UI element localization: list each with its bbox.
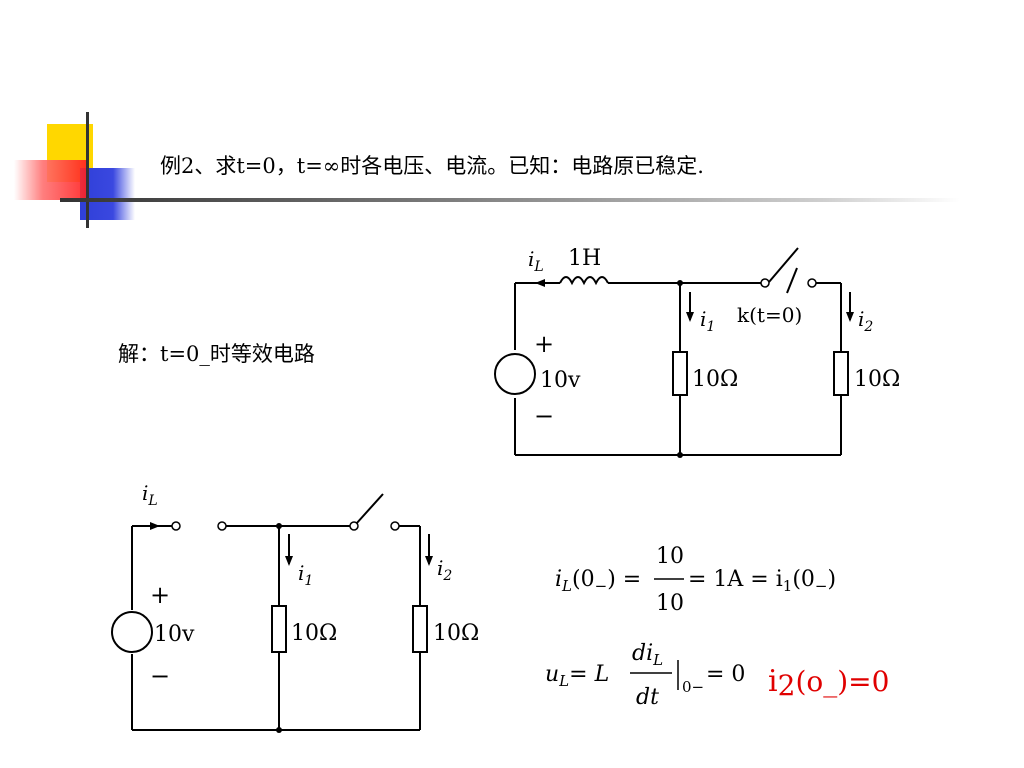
resistor-label: 10Ω: [291, 621, 337, 646]
switch-terminal: [390, 521, 400, 531]
equation-3: i2(o_)=0: [768, 664, 889, 702]
source-minus: −: [150, 662, 170, 690]
node-dot: [677, 452, 683, 458]
current-label-i2: i2: [858, 307, 873, 335]
switch-terminal: [760, 278, 770, 288]
current-arrowhead: [535, 279, 545, 287]
resistor-label: 10Ω: [692, 367, 738, 392]
switch-label: k(t=0): [737, 303, 802, 327]
svg-text:uL= L: uL= L: [545, 662, 609, 690]
source-label: 10v: [154, 622, 195, 647]
source-plus: +: [534, 330, 554, 358]
current-label-iL: iL: [528, 247, 544, 275]
current-arrowhead: [285, 556, 293, 566]
fraction-denominator: dt: [636, 685, 659, 710]
deco-blue-square: [80, 168, 135, 220]
node-dot: [677, 280, 683, 286]
equation-2: uL= L diL dt 0− = 0: [545, 641, 745, 710]
current-label-iL: iL: [142, 481, 158, 509]
page-title: 例2、求t=0，t=∞时各电压、电流。已知：电路原已稳定.: [160, 154, 704, 178]
fraction-denominator: 10: [656, 591, 684, 616]
current-arrowhead: [150, 522, 160, 530]
inductor-coil: [559, 276, 609, 286]
current-arrowhead: [846, 312, 854, 322]
voltage-source: [111, 611, 153, 653]
current-label-i2: i2: [437, 556, 452, 584]
source-label: 10v: [540, 368, 581, 393]
svg-text:diL: diL: [632, 641, 663, 669]
equation-2-rhs: = 0: [706, 662, 745, 687]
switch-terminal: [349, 521, 359, 531]
deco-vertical-line: [86, 112, 89, 228]
current-arrowhead: [425, 556, 433, 566]
switch-blade: [355, 493, 384, 525]
node-dot: [276, 727, 282, 733]
node-dot: [276, 523, 282, 529]
deco-horizontal-line: [60, 198, 960, 202]
deco-red-square: [14, 160, 86, 200]
resistor: [271, 605, 287, 653]
solution-label: 解：t=0_时等效电路: [118, 342, 315, 366]
current-label-i1: i1: [298, 561, 313, 589]
resistor-label: 10Ω: [854, 367, 900, 392]
evaluation-point: 0−: [682, 678, 704, 696]
resistor-label: 10Ω: [433, 621, 479, 646]
resistor: [833, 351, 849, 396]
fraction-numerator: 10: [656, 544, 684, 569]
equation-1: iL(0−) = 10 10 = 1A = i1(0−): [555, 544, 836, 616]
svg-text:iL(0−) =: iL(0−) =: [555, 567, 641, 595]
inductor-label: 1H: [568, 246, 601, 271]
terminal: [217, 521, 227, 531]
switch-blade: [768, 247, 799, 283]
resistor: [672, 351, 688, 396]
source-plus: +: [150, 581, 170, 609]
source-minus: −: [534, 402, 554, 430]
svg-text:= 1A = i1(0−): = 1A = i1(0−): [688, 567, 836, 595]
resistor: [412, 605, 428, 653]
current-label-i1: i1: [700, 307, 715, 335]
voltage-source: [494, 353, 536, 395]
terminal: [171, 521, 181, 531]
switch-arrow: [786, 267, 798, 294]
switch-terminal: [807, 278, 817, 288]
current-arrowhead: [686, 312, 694, 322]
